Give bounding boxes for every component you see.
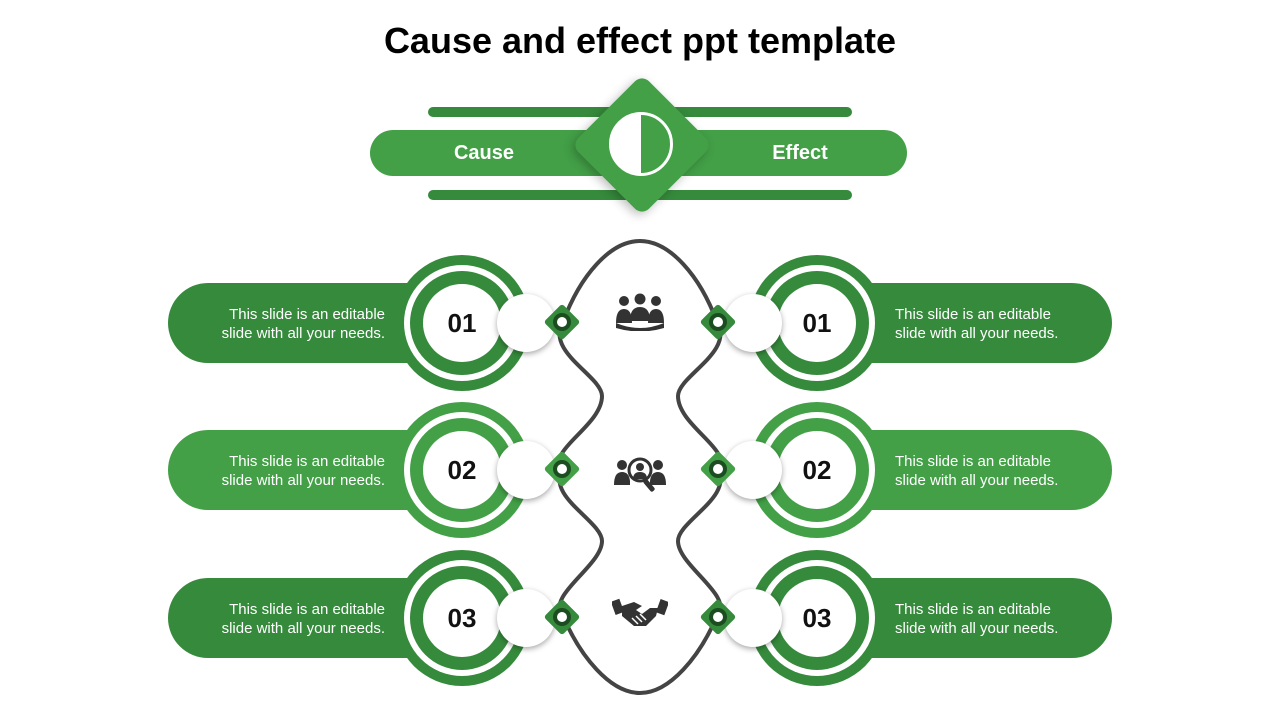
cause-label: Cause xyxy=(453,142,515,164)
row-2-left-text: This slide is an editable slide with all… xyxy=(221,453,385,489)
row-1-left-pin xyxy=(543,303,581,341)
row-1-right-text: This slide is an editable slide with all… xyxy=(895,306,1059,342)
row-2-left-number: 02 xyxy=(447,455,477,485)
half-circle-icon xyxy=(609,112,673,176)
row-3-left-pin xyxy=(543,598,581,636)
row-1-left-text: This slide is an editable slide with all… xyxy=(221,306,385,342)
slide-title: Cause and effect ppt template xyxy=(383,20,897,61)
row-3-left-number: 03 xyxy=(447,603,477,633)
row-1-left-ring xyxy=(394,255,530,391)
row-2-right-number: 02 xyxy=(802,455,832,485)
people-search-icon xyxy=(614,457,666,492)
row-2-right-text: This slide is an editable slide with all… xyxy=(895,453,1059,489)
row-3-right-number: 03 xyxy=(802,603,832,633)
row-3-right-ring xyxy=(749,550,885,686)
row-3-right-text: This slide is an editable slide with all… xyxy=(895,601,1059,637)
group-icon xyxy=(616,293,664,331)
row-3-right-pin xyxy=(699,598,737,636)
row-3-left-text: This slide is an editable slide with all… xyxy=(221,601,385,637)
row-2-left-pin xyxy=(543,450,581,488)
row-1-right-pin xyxy=(699,303,737,341)
row-1-right-number: 01 xyxy=(802,308,832,338)
row-2-right-pin xyxy=(699,450,737,488)
row-1-left-number: 01 xyxy=(447,308,477,338)
effect-label: Effect xyxy=(772,142,828,164)
handshake-icon xyxy=(612,598,668,626)
